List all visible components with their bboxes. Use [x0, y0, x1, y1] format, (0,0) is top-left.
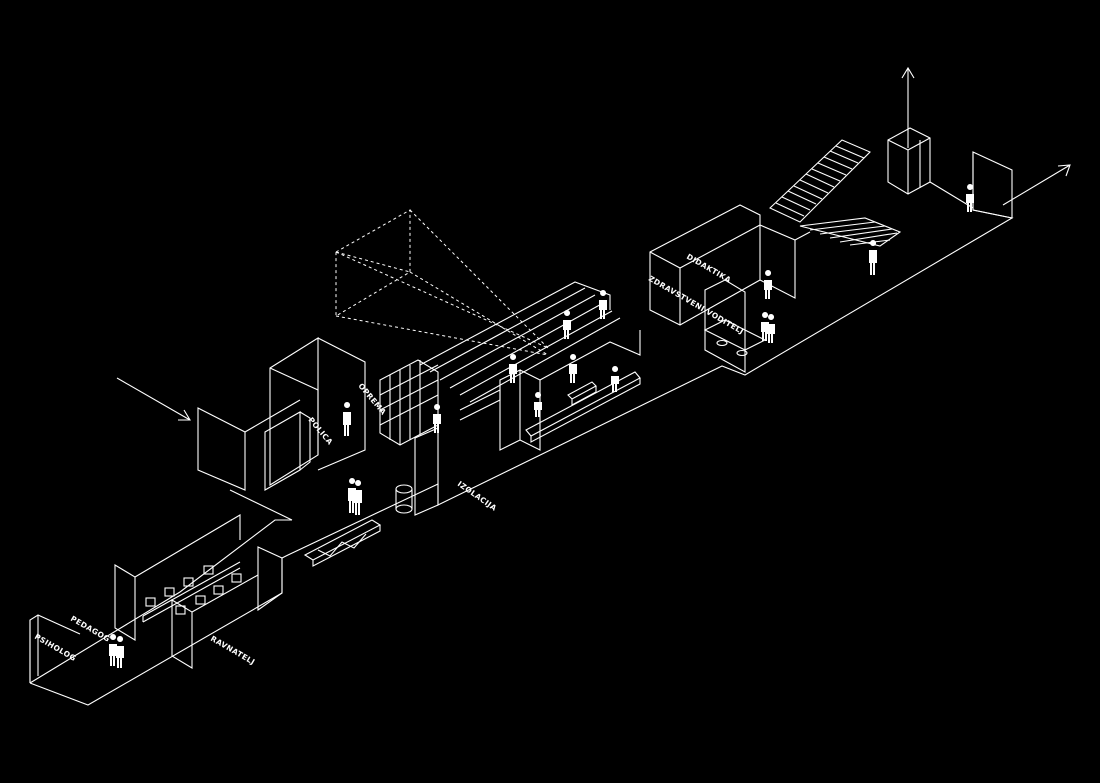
label-ravnatelj: RAVNATELJ	[209, 634, 257, 667]
label-pedagog: PEDAGOG	[69, 614, 112, 644]
equipment-rails	[419, 281, 641, 451]
side-exit-arrow-icon	[1002, 164, 1071, 206]
person-icon	[764, 270, 772, 299]
person-icon	[343, 402, 351, 436]
entrance-area: POLICA OPREMA	[116, 337, 388, 491]
floor-outline	[29, 209, 1014, 706]
person-icon	[534, 392, 542, 417]
person-icon	[611, 366, 619, 392]
person-icon	[869, 240, 877, 275]
person-icon	[569, 354, 577, 383]
person-icon	[116, 636, 124, 668]
stairs-elevator	[769, 66, 1071, 275]
shelf-boxes	[142, 561, 242, 623]
person-icon	[433, 404, 441, 433]
person-icon	[563, 310, 571, 339]
person-icon	[767, 314, 775, 343]
vertical-exit-arrow-icon	[901, 66, 915, 148]
label-polica: POLICA	[306, 416, 334, 447]
office-block-left: PSIHOLOG PEDAGOG RAVNATELJ	[29, 514, 283, 683]
didaktika-block: ZDRAVSTVENI VODITELJ DIDAKTIKA	[647, 204, 811, 373]
person-icon	[509, 354, 517, 383]
label-izolacija: IZOLACIJA	[456, 479, 499, 513]
person-icon	[966, 184, 974, 212]
projection-volume	[335, 209, 549, 356]
entrance-arrow-icon	[116, 377, 191, 421]
label-didaktika: DIDAKTIKA	[685, 252, 733, 285]
person-icon	[599, 290, 607, 319]
person-icon	[354, 480, 362, 515]
label-oprema: OPREMA	[356, 382, 388, 417]
person-icon	[348, 478, 356, 513]
label-psiholog: PSIHOLOG	[33, 632, 78, 663]
person-icon	[109, 634, 117, 666]
